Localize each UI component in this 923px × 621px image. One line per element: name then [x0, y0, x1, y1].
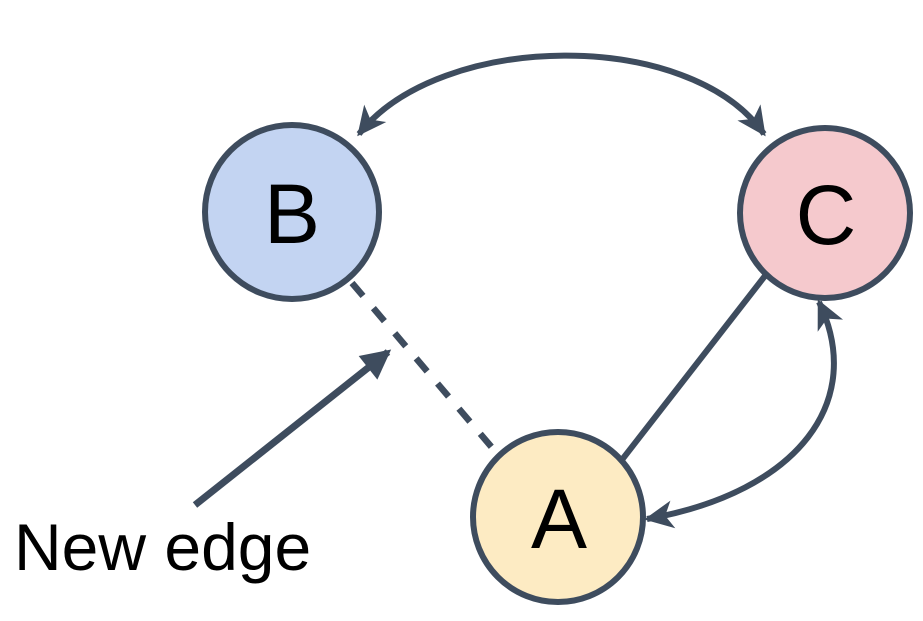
node-c-label: C	[796, 168, 857, 262]
edge-b-c-arc[interactable]	[356, 52, 767, 137]
node-a-circle[interactable]	[470, 429, 646, 605]
edge-layer	[349, 52, 843, 529]
new-edge-annotation-label: New edge	[14, 510, 311, 584]
edge-c-a-curve[interactable]	[644, 299, 843, 529]
node-a[interactable]: A	[470, 429, 646, 605]
node-a-label: A	[531, 472, 587, 566]
node-layer: B C A	[202, 122, 913, 605]
edge-b-a-dashed[interactable]	[349, 280, 503, 460]
node-b-circle[interactable]	[202, 122, 382, 302]
node-b[interactable]: B	[202, 122, 382, 302]
edge-a-c-straight[interactable]	[618, 270, 771, 463]
node-c-circle[interactable]	[737, 125, 913, 301]
annotation-layer: New edge	[14, 349, 392, 584]
node-c[interactable]: C	[737, 125, 913, 301]
node-b-label: B	[264, 167, 320, 261]
new-edge-pointer-arrow	[192, 349, 392, 508]
